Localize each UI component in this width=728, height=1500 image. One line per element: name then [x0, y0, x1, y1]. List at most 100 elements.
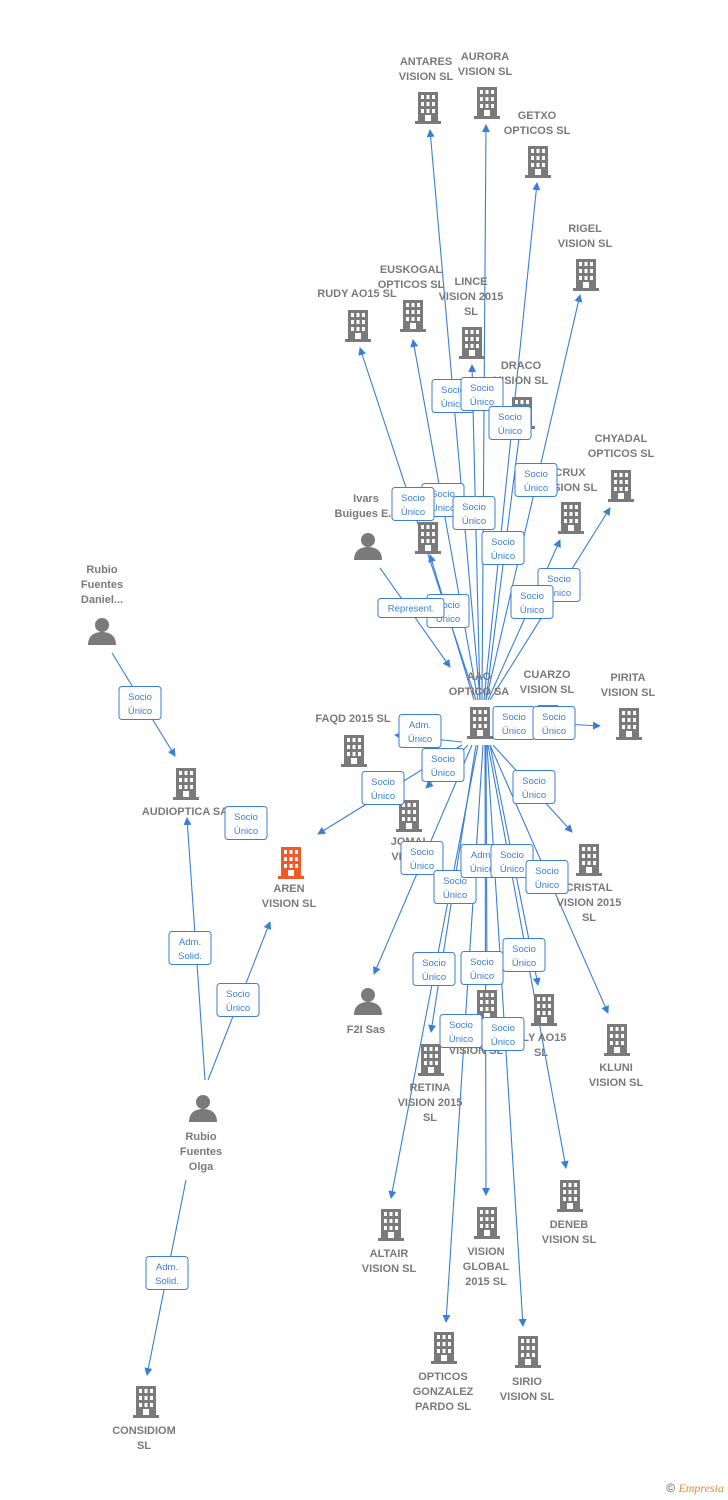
node-label: AAO	[467, 671, 492, 683]
building-icon	[278, 847, 304, 879]
node-faqd[interactable]: FAQD 2015 SL	[315, 713, 391, 767]
node-label: VISION SL	[601, 687, 656, 699]
badge-label: Socio	[535, 866, 559, 877]
badge-label: Socio	[401, 493, 425, 504]
badge-label: Único	[443, 890, 467, 901]
node-rudy[interactable]: RUDY AO15 SL	[317, 288, 397, 342]
node-rubio_daniel[interactable]: RubioFuentesDaniel...	[81, 564, 123, 645]
node-label: SL	[137, 1440, 151, 1452]
badge-label: Único	[491, 551, 515, 562]
node-label: FAQD 2015 SL	[315, 713, 390, 725]
building-icon	[531, 994, 557, 1026]
copyright-icon: ©	[666, 1481, 676, 1495]
badge-label: Único	[449, 1034, 473, 1045]
node-label: VISION	[467, 1246, 504, 1258]
node-label: VISION SL	[520, 684, 575, 696]
node-pirita[interactable]: PIRITA VISION SL	[601, 672, 656, 740]
node-label: Fuentes	[81, 579, 123, 591]
relation-badge[interactable]: Represent.	[377, 598, 445, 618]
node-label: VISION SL	[500, 1391, 555, 1403]
node-hidden1[interactable]	[415, 522, 441, 554]
node-label: DENEB	[550, 1219, 589, 1231]
building-icon	[341, 735, 367, 767]
badge-label: Solid.	[178, 951, 202, 962]
relation-edge	[487, 539, 561, 701]
person-icon	[354, 533, 382, 560]
relation-badge[interactable]: Adm.Solid.	[145, 1256, 189, 1290]
badge-label: Único	[547, 588, 571, 599]
building-icon	[459, 327, 485, 359]
node-f2i[interactable]: F2I Sas	[347, 988, 386, 1036]
node-label: VISION 2015	[557, 897, 622, 909]
badge-label: Único	[512, 958, 536, 969]
building-icon	[558, 502, 584, 534]
badge-label: Único	[491, 1037, 515, 1048]
node-label: VISION SL	[458, 66, 513, 78]
badge-label: Único	[128, 706, 152, 717]
badge-label: Socio	[547, 574, 571, 585]
badge-label: Único	[234, 826, 258, 837]
badge-label: Socio	[431, 754, 455, 765]
badge-label: Adm.	[409, 720, 431, 731]
node-label: RUDY AO15 SL	[317, 288, 397, 300]
badge-label: Único	[535, 880, 559, 891]
badge-label: Represent.	[388, 604, 434, 615]
relation-badge[interactable]: Adm.Solid.	[168, 931, 212, 965]
building-icon	[604, 1024, 630, 1056]
node-label: SL	[423, 1112, 437, 1124]
badge-label: Único	[462, 516, 486, 527]
building-icon	[173, 768, 199, 800]
node-label: PIRITA	[610, 672, 645, 684]
badge-label: Socio	[502, 712, 526, 723]
relation-badge[interactable]: Adm.Único	[398, 714, 442, 748]
node-audioptica[interactable]: AUDIOPTICA SA	[142, 768, 228, 818]
